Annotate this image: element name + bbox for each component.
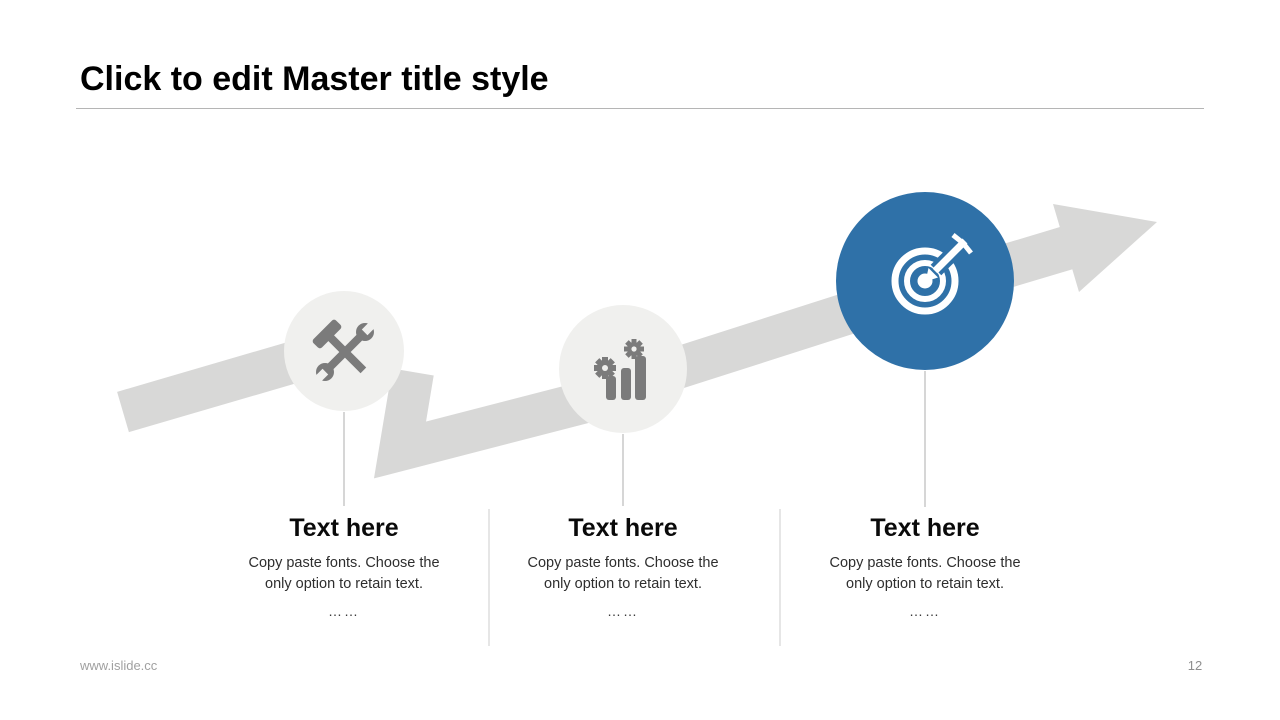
step-body: Copy paste fonts. Choose the only option… — [248, 555, 440, 593]
step-ellipsis: …… — [909, 603, 941, 620]
step-text-3: Text here Copy paste fonts. Choose the o… — [775, 514, 1075, 619]
step-circle-2 — [559, 305, 687, 433]
page-number: 12 — [1187, 658, 1203, 673]
footer-url-link[interactable]: www.islide.cc — [80, 658, 158, 673]
column-divider-lines — [488, 509, 781, 646]
step-heading: Text here — [870, 514, 980, 542]
step-text-2: Text here Copy paste fonts. Choose the o… — [473, 514, 773, 619]
chart-gears-icon — [594, 339, 646, 400]
title-divider-line — [76, 108, 1204, 109]
connector-lines — [343, 371, 926, 507]
step-circle-1 — [284, 291, 404, 411]
step-ellipsis: …… — [607, 603, 639, 620]
step-circle-3 — [836, 192, 1014, 370]
step-body: Copy paste fonts. Choose the only option… — [829, 555, 1021, 593]
step-heading: Text here — [289, 514, 399, 542]
step-heading: Text here — [568, 514, 678, 542]
step-ellipsis: …… — [328, 603, 360, 620]
step-text-1: Text here Copy paste fonts. Choose the o… — [194, 514, 494, 619]
slide-title: Click to edit Master title style — [80, 60, 549, 98]
target-icon — [891, 233, 973, 315]
arrow-head — [1053, 204, 1157, 292]
tools-icon — [309, 316, 381, 388]
step-body: Copy paste fonts. Choose the only option… — [527, 555, 719, 593]
